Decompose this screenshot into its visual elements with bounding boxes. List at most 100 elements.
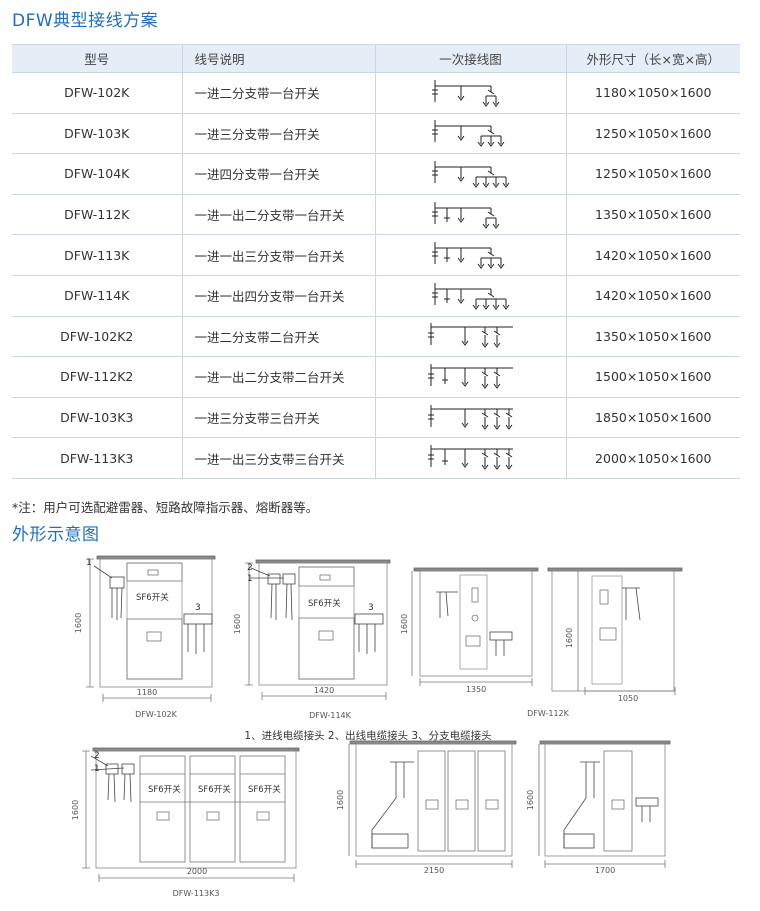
outline-drawing-1: 1 3 SF6开关 1180 1600 DFW-102K xyxy=(74,555,216,719)
wiring-diagram-cell xyxy=(374,234,566,276)
model-cell: DFW-103K xyxy=(12,113,182,155)
drawing2-label-1: 1 xyxy=(247,574,253,584)
wiring-diagram-icon xyxy=(431,282,509,310)
wiring-diagram-cell xyxy=(374,437,566,479)
description-cell: 一进二分支带二台开关 xyxy=(181,316,375,358)
model-cell: DFW-104K xyxy=(12,153,182,195)
model-cell: DFW-114K xyxy=(12,275,182,317)
outline-drawing-5: 2 1 SF6开关 SF6开关 SF6开关 2000 1600 DFW-113K… xyxy=(71,747,300,898)
wiring-diagram-icon xyxy=(431,242,504,270)
wiring-diagram-icon xyxy=(427,363,513,389)
drawing1-label-3: 3 xyxy=(195,603,201,613)
dimensions-cell: 1420×1050×1600 xyxy=(565,275,740,317)
wiring-diagram-cell xyxy=(374,316,566,358)
dimensions-cell: 1250×1050×1600 xyxy=(565,113,740,155)
wiring-diagram-cell xyxy=(374,356,566,398)
model-cell: DFW-102K2 xyxy=(12,316,182,358)
table-note: *注：用户可选配避雷器、短路故障指示器、熔断器等。 xyxy=(12,500,319,515)
drawing3-caption: DFW-112K xyxy=(527,709,570,718)
drawing6-height: 1600 xyxy=(336,790,345,810)
drawing1-sf6-label: SF6开关 xyxy=(136,592,169,603)
description-cell: 一进一出四分支带一台开关 xyxy=(181,275,375,317)
outline-drawing-3: 1350 1600 DFW-112K xyxy=(400,567,570,718)
dimensions-cell: 2000×1050×1600 xyxy=(565,437,740,479)
drawing4-width: 1050 xyxy=(618,694,638,703)
drawing2-sf6-label: SF6开关 xyxy=(308,598,341,609)
description-cell: 一进四分支带一台开关 xyxy=(181,153,375,195)
drawing2-label-3: 3 xyxy=(368,603,374,613)
description-cell: 一进一出三分支带三台开关 xyxy=(181,437,375,479)
dimensions-cell: 1180×1050×1600 xyxy=(565,72,740,114)
wiring-diagram-cell xyxy=(374,275,566,317)
drawing4-height: 1600 xyxy=(565,628,574,648)
drawing1-width: 1180 xyxy=(137,688,157,697)
drawing7-height: 1600 xyxy=(526,790,535,810)
dimensions-cell: 1250×1050×1600 xyxy=(565,153,740,195)
drawing5-label-1: 1 xyxy=(94,764,100,774)
dimensions-cell: 1500×1050×1600 xyxy=(565,356,740,398)
wiring-diagram-icon xyxy=(431,160,509,188)
model-cell: DFW-113K3 xyxy=(12,437,182,479)
wiring-diagram-cell xyxy=(374,397,566,439)
drawing5-sf6-label-2: SF6开关 xyxy=(198,784,231,795)
col-header-dims: 外形尺寸（长×宽×高） xyxy=(565,44,740,73)
drawing3-width: 1350 xyxy=(466,685,486,694)
wiring-diagram-icon xyxy=(427,323,513,349)
wiring-diagram-icon xyxy=(431,201,499,229)
dimensions-cell: 1420×1050×1600 xyxy=(565,234,740,276)
drawing2-width: 1420 xyxy=(314,686,334,695)
wiring-diagram-cell xyxy=(374,153,566,195)
drawing5-sf6-label-3: SF6开关 xyxy=(248,784,281,795)
wiring-diagram-icon xyxy=(427,445,513,470)
drawing7-width: 1700 xyxy=(595,866,615,875)
description-cell: 一进一出二分支带二台开关 xyxy=(181,356,375,398)
description-cell: 一进三分支带一台开关 xyxy=(181,113,375,155)
model-cell: DFW-112K2 xyxy=(12,356,182,398)
drawing2-label-2: 2 xyxy=(247,563,253,573)
drawing5-height: 1600 xyxy=(71,800,80,820)
drawing1-label-1: 1 xyxy=(86,558,92,568)
drawing1-caption: DFW-102K xyxy=(135,710,178,719)
wiring-diagram-cell xyxy=(374,113,566,155)
drawing3-height: 1600 xyxy=(400,614,409,634)
model-cell: DFW-102K xyxy=(12,72,182,114)
wiring-diagram-icon xyxy=(427,404,513,430)
outline-drawing-2: 2 1 3 SF6开关 1420 1600 DFW-114K xyxy=(233,559,391,720)
table-header-row: 型号 线号说明 一次接线图 外形尺寸（长×宽×高） xyxy=(12,44,740,73)
drawing5-sf6-label-1: SF6开关 xyxy=(148,784,181,795)
scheme-heading: DFW典型接线方案 xyxy=(12,11,159,31)
wiring-diagram-icon xyxy=(431,120,504,148)
outline-drawing-7: 1700 1600 xyxy=(526,740,671,875)
model-cell: DFW-113K xyxy=(12,234,182,276)
description-cell: 一进三分支带三台开关 xyxy=(181,397,375,439)
col-header-diagram: 一次接线图 xyxy=(374,44,566,73)
outline-heading: 外形示意图 xyxy=(12,525,100,545)
wiring-diagram-cell xyxy=(374,194,566,236)
model-cell: DFW-112K xyxy=(12,194,182,236)
outline-drawing-6: 2150 1600 xyxy=(336,740,517,875)
wiring-diagram-cell xyxy=(374,72,566,114)
col-header-desc: 线号说明 xyxy=(181,44,375,73)
drawing5-label-2: 2 xyxy=(94,751,100,761)
dimensions-cell: 1350×1050×1600 xyxy=(565,194,740,236)
description-cell: 一进二分支带一台开关 xyxy=(181,72,375,114)
outline-drawing-4: 1050 1600 xyxy=(547,567,683,703)
drawing2-caption: DFW-114K xyxy=(309,711,352,720)
drawing-legend: 1、进线电缆接头 2、出线电缆接头 3、分支电缆接头 xyxy=(244,729,491,742)
drawing2-height: 1600 xyxy=(233,614,242,634)
description-cell: 一进一出三分支带一台开关 xyxy=(181,234,375,276)
dimensions-cell: 1850×1050×1600 xyxy=(565,397,740,439)
drawing5-caption: DFW-113K3 xyxy=(173,889,220,898)
drawing6-width: 2150 xyxy=(424,866,444,875)
